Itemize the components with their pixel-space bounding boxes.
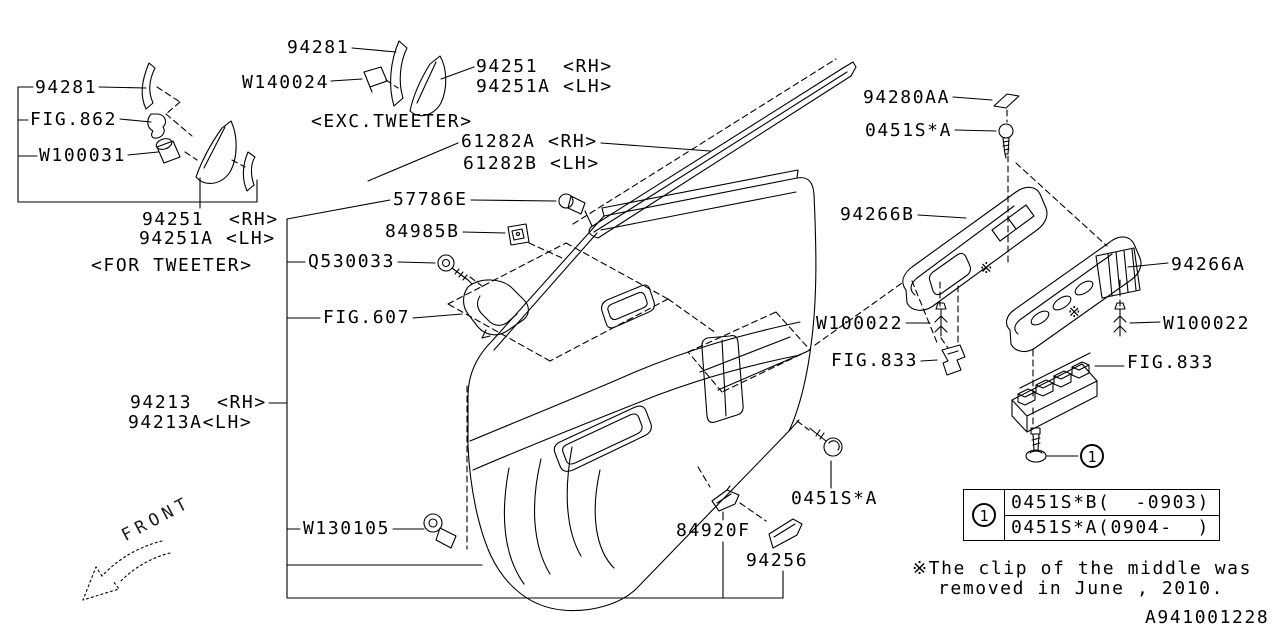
switch-bezel-94266b-drawing (902, 186, 1048, 311)
projection-lines (156, 79, 1121, 550)
legend-row-0451s-b: 0451S*B( -0903) (1005, 490, 1219, 516)
inner-handle-cluster-drawing (437, 193, 586, 339)
part-label-fig862: FIG.862 (30, 109, 118, 130)
clip-w100022-left-drawing (934, 302, 948, 337)
clip-fig833-left-drawing (941, 344, 966, 376)
lower-fastener-drawings (423, 427, 843, 549)
switch-bezel-94266a-drawing (1005, 236, 1142, 353)
caption-exc-tweeter: <EXC.TWEETER> (311, 111, 473, 132)
part-label-94213-rh: 94213 <RH> (130, 392, 267, 413)
legend-row-0451s-a: 0451S*A(0904- ) (1011, 517, 1210, 539)
front-direction-arrow (82, 540, 171, 601)
part-label-fig607: FIG.607 (323, 307, 411, 328)
part-label-w100022-right: W100022 (1163, 313, 1251, 334)
bracket-lines (17, 86, 784, 599)
part-label-w140024: W140024 (242, 72, 330, 93)
part-label-61282b: 61282B <LH> (463, 153, 600, 174)
part-label-w100022-left: W100022 (816, 313, 904, 334)
part-label-94280aa: 94280AA (863, 87, 951, 108)
part-label-94251-rh-left: 94251 <RH> (142, 209, 279, 230)
callout-1-screw: 1 (1080, 444, 1104, 468)
part-label-fig833-left: FIG.833 (831, 350, 919, 371)
door-trim-panel-drawing (467, 169, 817, 612)
caption-for-tweeter: <FOR TWEETER> (91, 255, 253, 276)
part-label-94251-lh-top: 94251A <LH> (476, 76, 613, 97)
part-label-94266a: 94266A (1171, 254, 1246, 275)
legend-table: 1 0451S*B( -0903) 0451S*A(0904- ) (963, 489, 1220, 541)
part-label-0451s-bottom: 0451S*A (791, 488, 879, 509)
part-label-w130105: W130105 (303, 518, 391, 539)
note-line-2: removed in June , 2010. (938, 578, 1225, 599)
screw-94280aa-cluster-drawing (993, 93, 1020, 159)
part-label-84920f: 84920F (676, 520, 751, 541)
part-label-94213-lh: 94213A<LH> (128, 412, 253, 433)
part-label-94251-lh-left: 94251A <LH> (139, 228, 276, 249)
part-label-57786e: 57786E (393, 189, 468, 210)
part-label-84985b: 84985B (385, 221, 460, 242)
part-label-q530033: Q530033 (308, 251, 396, 272)
callout-1-legend: 1 (972, 503, 996, 527)
sail-trim-cluster-drawing (363, 40, 447, 117)
note-line-1: ※The clip of the middle was (912, 558, 1253, 579)
part-label-94256: 94256 (746, 550, 809, 571)
part-label-94281-mid: 94281 (287, 37, 350, 58)
legend-callout-cell: 1 (964, 490, 1005, 540)
weatherstrip-drawing (572, 58, 857, 239)
part-label-w100031: W100031 (39, 145, 127, 166)
ref-mark-94266a: ※ (1068, 303, 1081, 321)
legend-screw-drawing (1025, 427, 1047, 463)
drawing-number: A941001228 (1145, 607, 1270, 628)
tweeter-trim-cluster-drawing (141, 62, 256, 192)
part-label-94251-rh-top: 94251 <RH> (476, 56, 613, 77)
clip-w100022-right-drawing (1113, 302, 1127, 337)
power-window-switch-drawing (1011, 352, 1098, 433)
part-label-0451s-top: 0451S*A (865, 120, 953, 141)
part-label-61282a: 61282A <RH> (461, 131, 598, 152)
part-label-94266b: 94266B (840, 204, 915, 225)
part-label-fig833-right: FIG.833 (1127, 352, 1215, 373)
leader-lines (98, 47, 1169, 530)
ref-mark-94266b: ※ (980, 259, 993, 277)
part-label-94281-left: 94281 (35, 77, 98, 98)
